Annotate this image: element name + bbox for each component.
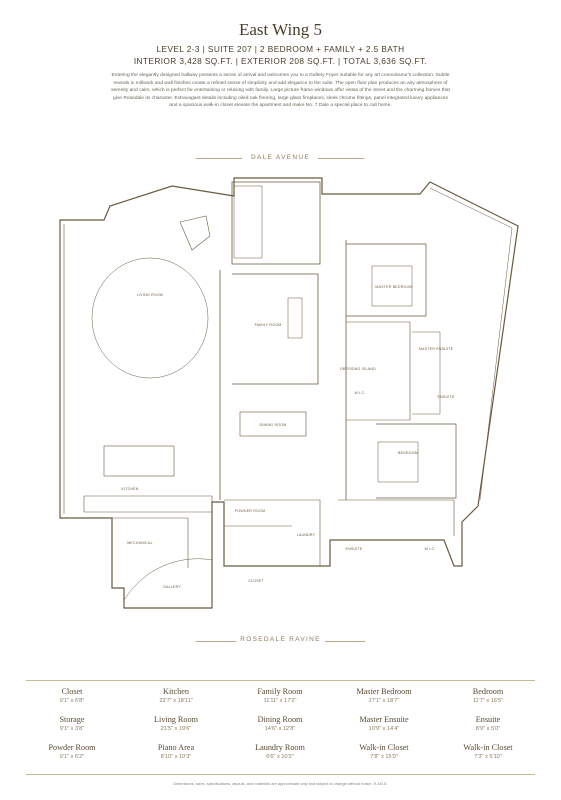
label-master-bedroom: MASTER BEDROOM (375, 285, 412, 289)
room-dimension: 21'5" x 19'6" (160, 726, 192, 732)
room-name: Closet (61, 687, 83, 696)
room-name: Family Room (257, 687, 303, 696)
label-family-room: FAMILY ROOM (255, 323, 282, 327)
room-dimension: 9'1" x 3'8" (59, 726, 85, 732)
room-name: Powder Room (48, 743, 96, 752)
room-dimension: 23'7" x 18'11" (159, 698, 193, 704)
room-name: Ensuite (475, 715, 501, 724)
label-closet: CLOSET (248, 579, 264, 583)
label-dining-room: DINING ROOM (260, 423, 287, 427)
room-dimension: 9'1" x 6'2" (59, 754, 85, 760)
page-title: East Wing 5 (238, 20, 323, 39)
area-specs: INTERIOR 3,428 SQ.FT. | EXTERIOR 208 SQ.… (133, 56, 428, 66)
divider (196, 641, 236, 642)
street-label-top: DALE AVENUE (251, 154, 310, 161)
room-dimension: 11'11" x 17'2" (263, 698, 297, 704)
room-name: Storage (59, 715, 85, 724)
room-name: Piano Area (157, 743, 195, 752)
room-name: Laundry Room (255, 743, 305, 752)
room-name: Kitchen (163, 687, 189, 696)
room-name: Master Ensuite (359, 715, 409, 724)
divider (196, 158, 242, 159)
room-name: Dining Room (257, 715, 303, 724)
room-name: Living Room (154, 715, 198, 724)
label-kitchen: KITCHEN (121, 487, 138, 491)
label-dressing-island: DRESSING ISLAND (340, 367, 376, 371)
room-dimension: 14'6" x 12'8" (264, 726, 296, 732)
label-powder-room: POWDER ROOM (235, 509, 266, 513)
label-gallery: GALLERY (163, 585, 181, 589)
label-ensuite: ENSUITE (438, 395, 455, 399)
room-dimension: 27'1" x 18'7" (368, 698, 400, 704)
disclaimer: Dimensions, sizes, specifications, layou… (173, 781, 388, 786)
label-laundry: LAUNDRY (297, 533, 316, 537)
room-column: Master Bedroom 27'1" x 18'7" Master Ensu… (332, 686, 436, 770)
street-label-bottom: ROSEDALE RAVINE (240, 636, 321, 643)
table-bottom-rule (26, 774, 535, 775)
room-dimension: 6'6" x 10'2" (266, 754, 294, 760)
room-column: Bedroom 11'7" x 16'5" Ensuite 8'9" x 5'0… (436, 686, 540, 770)
room-name: Walk-in Closet (359, 743, 409, 752)
suite-description: Entering the elegantly designed hallway … (111, 73, 450, 109)
room-column: Kitchen 23'7" x 18'11" Living Room 21'5"… (124, 686, 228, 770)
room-dimension: 10'9" x 14'4" (368, 726, 400, 732)
label-ensuite-2: ENSUITE (346, 547, 363, 551)
label-mechanical: MECHANICAL (127, 541, 153, 545)
label-living-room: LIVING ROOM (137, 293, 163, 297)
room-dimension: 9'1" x 6'8" (59, 698, 85, 704)
room-dimension: 7'3" x 5'10" (474, 754, 502, 760)
room-name: Master Bedroom (356, 687, 412, 696)
label-wic: W.I.C. (355, 391, 366, 395)
table-top-rule (26, 680, 535, 681)
suite-specs: LEVEL 2-3 | SUITE 207 | 2 BEDROOM + FAMI… (156, 44, 405, 54)
room-dimension: 7'8" x 15'0" (370, 754, 398, 760)
room-column: Closet 9'1" x 6'8" Storage 9'1" x 3'8" P… (20, 686, 124, 770)
room-name: Walk-in Closet (463, 743, 513, 752)
room-dimension: 8'9" x 5'0" (475, 726, 501, 732)
room-name: Bedroom (472, 687, 504, 696)
label-bedroom: BEDROOM (398, 451, 418, 455)
room-dimension: 8'10" x 10'3" (160, 754, 192, 760)
divider (318, 158, 364, 159)
label-master-ensuite: MASTER ENSUITE (419, 347, 454, 351)
label-wic-2: W.I.C. (425, 547, 436, 551)
divider (325, 641, 365, 642)
room-dimension: 11'7" x 16'5" (472, 698, 504, 704)
room-column: Family Room 11'11" x 17'2" Dining Room 1… (228, 686, 332, 770)
